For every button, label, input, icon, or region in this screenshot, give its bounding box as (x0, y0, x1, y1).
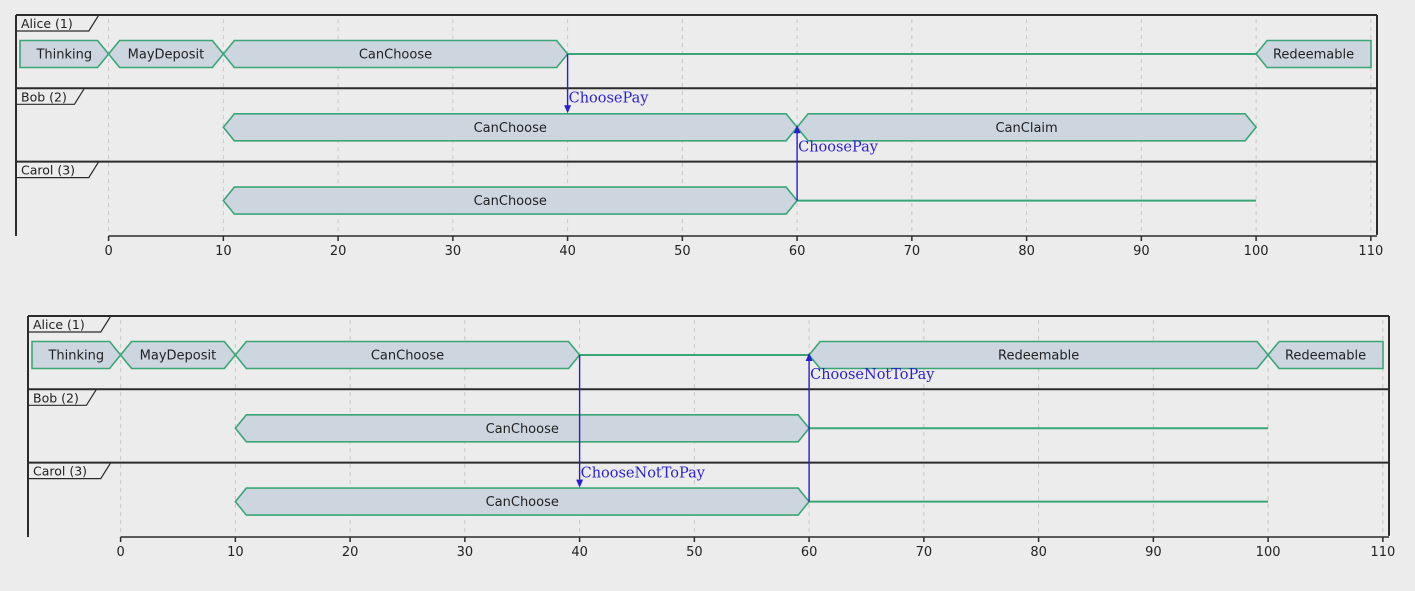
state-box (31, 340, 122, 370)
axis-tick-label: 80 (1030, 545, 1047, 560)
axis-tick-label: 80 (1018, 244, 1035, 259)
axis-tick-label: 30 (457, 545, 474, 560)
arrowhead (564, 105, 572, 114)
lane-label: Bob (2) (33, 390, 79, 405)
axis-tick-label: 40 (571, 545, 588, 560)
arrowhead (805, 353, 813, 361)
axis-tick-label: 70 (916, 545, 933, 560)
axis-tick-label: 90 (1133, 244, 1150, 259)
state-box (1267, 340, 1384, 370)
arrow-label: ChoosePay (798, 139, 879, 155)
lane: Carol (3) CanChoose (16, 161, 1257, 215)
arrow-label: ChooseNotToPay (810, 367, 935, 383)
lane-label: Carol (3) (21, 163, 75, 178)
axis-tick-label: 0 (104, 244, 112, 259)
lane-label-tab (28, 388, 97, 406)
axis-tick-label: 20 (330, 244, 347, 259)
axis-tick-label: 40 (559, 244, 576, 259)
axis-tick-label: 100 (1244, 244, 1269, 259)
choice-arrow: ChoosePay (793, 125, 879, 201)
axis-tick-label: 60 (801, 545, 818, 560)
axis-tick-label: 30 (445, 244, 462, 259)
axis-tick-label: 110 (1358, 244, 1383, 259)
choice-arrow: ChoosePay (564, 54, 650, 114)
axis-tick-label: 110 (1370, 545, 1395, 560)
lane-label: Carol (3) (33, 464, 87, 479)
axis-tick-label: 50 (686, 545, 703, 560)
state-label: CanChoose (486, 495, 559, 510)
arrowhead (793, 125, 801, 134)
lane-label: Alice (1) (33, 317, 85, 332)
axis-tick-label: 70 (904, 244, 921, 259)
state-label: Redeemable (998, 349, 1079, 364)
axis-tick-label: 20 (342, 545, 359, 560)
state-label: Redeemable (1285, 349, 1366, 364)
axis-tick-label: 10 (215, 244, 232, 259)
choice-arrow: ChooseNotToPay (576, 355, 706, 488)
lane-label-tab (16, 161, 100, 179)
lane: Bob (2) CanChoose CanClaim (16, 87, 1258, 142)
lane: Bob (2) CanChoose (28, 388, 1269, 443)
lane: Carol (3) CanChoose (28, 462, 1269, 516)
axis-tick-label: 60 (789, 244, 806, 259)
state-label: CanChoose (486, 422, 559, 437)
state-label: Thinking (35, 48, 92, 63)
axis-tick-label: 0 (116, 545, 124, 560)
lane-label-tab (28, 462, 112, 480)
state-label: CanClaim (995, 121, 1057, 136)
lane-label: Alice (1) (21, 16, 73, 31)
axis-tick-label: 100 (1256, 545, 1281, 560)
state-box (796, 113, 1258, 142)
axis-tick-label: 90 (1145, 545, 1162, 560)
choice-arrow: ChooseNotToPay (805, 353, 935, 502)
lane-label-tab (16, 14, 100, 32)
lane-label-tab (28, 315, 112, 333)
state-label: CanChoose (359, 48, 432, 63)
lane: Alice (1) Thinking MayDeposit CanChoose Rede… (16, 14, 1372, 69)
state-label: CanChoose (371, 349, 444, 364)
state-label: Thinking (47, 349, 104, 364)
lane-label-tab (16, 87, 85, 105)
axis-tick-label: 50 (674, 244, 691, 259)
state-label: CanChoose (474, 194, 547, 209)
arrow-label: ChoosePay (569, 90, 650, 106)
lane: Alice (1) Thinking MayDeposit CanChoose Rede… (28, 315, 1384, 370)
state-label: CanChoose (474, 121, 547, 136)
state-box (19, 39, 110, 69)
state-label: MayDeposit (140, 349, 217, 364)
axis-tick-label: 10 (227, 545, 244, 560)
state-box (1255, 39, 1372, 69)
lane-label: Bob (2) (21, 89, 67, 104)
arrow-label: ChooseNotToPay (581, 466, 706, 482)
state-label: MayDeposit (128, 48, 205, 63)
arrowhead (576, 479, 584, 488)
state-label: Redeemable (1273, 48, 1354, 63)
